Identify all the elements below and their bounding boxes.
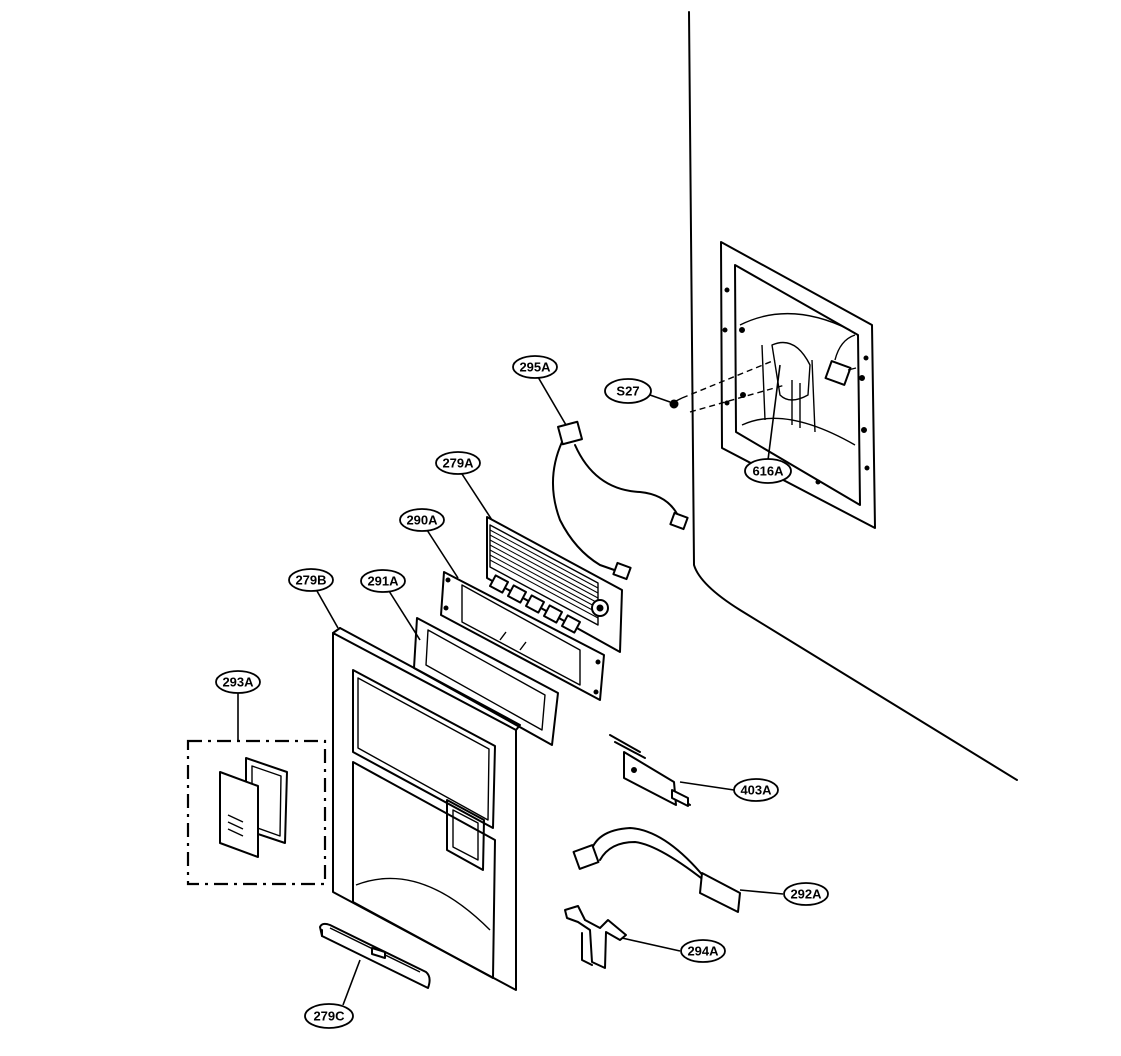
switch-panel-290a bbox=[440, 571, 605, 701]
callout-label: S27 bbox=[616, 384, 639, 399]
callout-label: 293A bbox=[222, 675, 254, 690]
wire-harness-295a bbox=[552, 420, 689, 581]
callout-295a: 295A bbox=[512, 355, 558, 379]
gasket-291a bbox=[413, 617, 559, 746]
inset-293a bbox=[186, 739, 327, 886]
callout-label: 279B bbox=[295, 573, 326, 588]
callout-label: 616A bbox=[752, 464, 784, 479]
callout-label: 295A bbox=[519, 360, 551, 375]
bracket-294a bbox=[564, 905, 627, 969]
callout-292a: 292A bbox=[783, 882, 829, 906]
callout-616a: 616A bbox=[744, 458, 792, 484]
dispenser-cover-279b bbox=[332, 627, 521, 991]
callout-label: 279C bbox=[313, 1009, 345, 1024]
callout-279b: 279B bbox=[288, 568, 334, 592]
callout-403a: 403A bbox=[733, 778, 779, 802]
callout-291a: 291A bbox=[360, 569, 406, 593]
callout-294a: 294A bbox=[680, 939, 726, 963]
callout-290a: 290A bbox=[399, 508, 445, 532]
callout-279c: 279C bbox=[304, 1003, 354, 1029]
callout-label: 292A bbox=[790, 887, 822, 902]
door-outline bbox=[688, 11, 1018, 781]
micro-switch-403a bbox=[609, 734, 691, 807]
callout-label: 290A bbox=[406, 513, 438, 528]
callout-293a: 293A bbox=[215, 670, 261, 694]
callout-s27: S27 bbox=[604, 378, 652, 404]
leader-lines bbox=[237, 364, 784, 1006]
screw-s27 bbox=[669, 359, 786, 413]
cable-292a bbox=[572, 827, 741, 913]
drip-tray-279c bbox=[319, 922, 431, 989]
callout-label: 291A bbox=[367, 574, 399, 589]
callout-label: 294A bbox=[687, 944, 719, 959]
callout-label: 403A bbox=[740, 783, 772, 798]
callout-label: 279A bbox=[442, 456, 474, 471]
dispenser-recess bbox=[720, 241, 876, 529]
callout-279a: 279A bbox=[435, 451, 481, 475]
control-board-279a bbox=[486, 516, 623, 653]
